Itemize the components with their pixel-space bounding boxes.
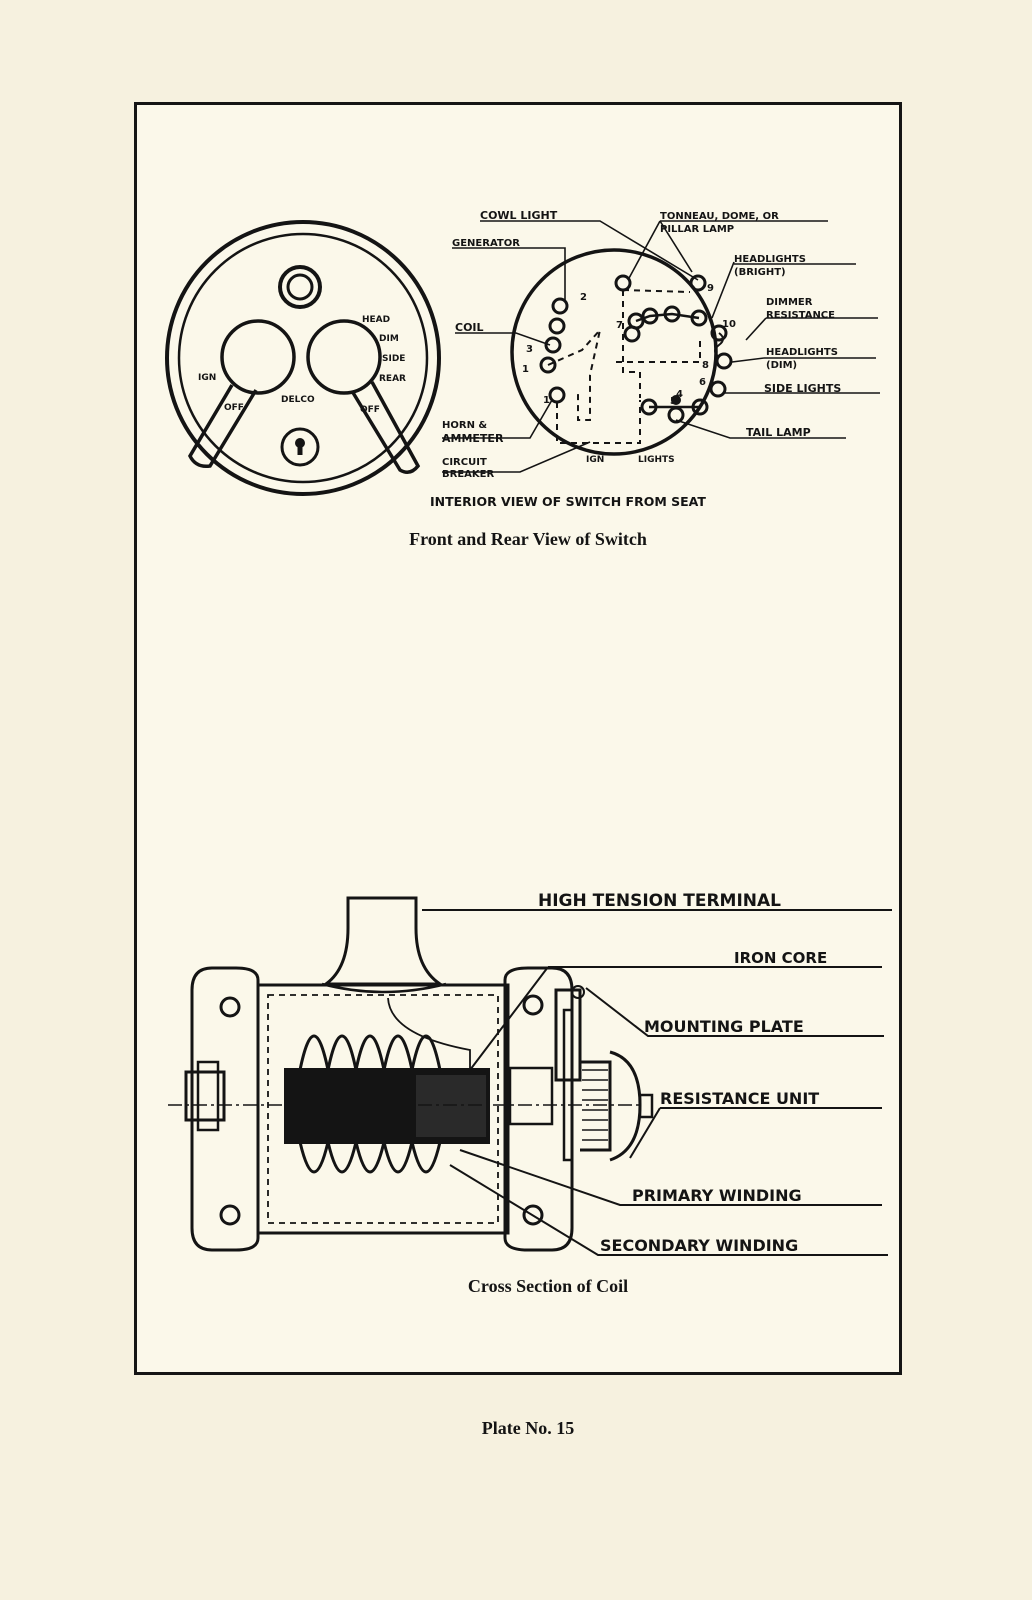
callout-generator: GENERATOR bbox=[452, 238, 520, 249]
caption-coil: Cross Section of Coil bbox=[468, 1276, 628, 1296]
terminal-number-3: 3 bbox=[526, 344, 533, 355]
front-right-off-label: OFF bbox=[360, 405, 380, 415]
callout-tonneau-line1: TONNEAU, DOME, OR bbox=[660, 211, 779, 222]
terminal-number-4: 4 bbox=[676, 389, 683, 400]
plate-number: Plate No. 15 bbox=[482, 1418, 574, 1438]
rear-ign-label: IGN bbox=[586, 455, 604, 465]
ignition-lever bbox=[188, 319, 296, 469]
callout-iron-core: IRON CORE bbox=[734, 949, 827, 967]
terminal-number-7: 7 bbox=[616, 320, 623, 331]
callout-horn-line1: HORN & bbox=[442, 420, 487, 431]
callout-headlights-dim-line2: (DIM) bbox=[766, 360, 797, 371]
front-brand-label: DELCO bbox=[281, 395, 315, 405]
right-end-cap bbox=[503, 966, 574, 1252]
callout-breaker-line1: CIRCUIT bbox=[442, 457, 487, 468]
lights-lever bbox=[306, 319, 421, 474]
callout-mounting-plate: MOUNTING PLATE bbox=[644, 1017, 804, 1036]
callout-primary-winding: PRIMARY WINDING bbox=[632, 1186, 802, 1205]
coil-cross-section: HIGH TENSION TERMINAL IRON CORE MOUNTING… bbox=[168, 891, 892, 1256]
switch-front-view: IGN OFF DELCO OFF HEAD DIM SIDE REAR bbox=[165, 220, 441, 496]
front-dim-label: DIM bbox=[379, 334, 399, 344]
callout-horn-line2: AMMETER bbox=[442, 432, 504, 445]
callout-headlights-dim-line1: HEADLIGHTS bbox=[766, 347, 838, 358]
front-left-off-label: OFF bbox=[224, 403, 244, 413]
terminal-number-2: 2 bbox=[580, 292, 587, 303]
terminal-number-8: 8 bbox=[702, 360, 709, 371]
callout-cowl-light: COWL LIGHT bbox=[480, 209, 558, 222]
terminal-posts bbox=[539, 274, 733, 424]
callout-dimmer-line2: RESISTANCE bbox=[766, 310, 835, 321]
callout-tonneau-line2: PILLAR LAMP bbox=[660, 224, 734, 235]
resistance-unit bbox=[580, 1050, 654, 1162]
terminal-number-1b: 1 bbox=[543, 395, 550, 406]
top-terminal-icon bbox=[278, 265, 322, 309]
terminal-number-5: 5 bbox=[670, 396, 677, 407]
callout-breaker-line2: BREAKER bbox=[442, 469, 494, 480]
callout-headlights-bright-line2: (BRIGHT) bbox=[734, 267, 786, 278]
terminal-number-10: 10 bbox=[722, 319, 736, 330]
callout-dimmer-line1: DIMMER bbox=[766, 297, 813, 308]
coil-callout-leaders bbox=[422, 909, 892, 1256]
caption-switch: Front and Rear View of Switch bbox=[409, 529, 647, 549]
interior-view-title: INTERIOR VIEW OF SWITCH FROM SEAT bbox=[430, 494, 706, 509]
keyhole-icon bbox=[280, 427, 320, 467]
callout-side-lights: SIDE LIGHTS bbox=[764, 382, 841, 395]
high-tension-terminal bbox=[321, 896, 471, 1080]
front-head-label: HEAD bbox=[362, 315, 390, 325]
rear-lights-label: LIGHTS bbox=[638, 455, 675, 465]
callout-headlights-bright-line1: HEADLIGHTS bbox=[734, 254, 806, 265]
rear-callout-leaders bbox=[442, 220, 880, 473]
iron-core-windings bbox=[284, 1034, 490, 1174]
terminal-number-6: 6 bbox=[699, 377, 706, 388]
front-rear-label: REAR bbox=[379, 374, 406, 384]
left-end-cap bbox=[184, 966, 260, 1252]
terminal-number-9: 9 bbox=[707, 283, 714, 294]
callout-resistance-unit: RESISTANCE UNIT bbox=[660, 1089, 819, 1108]
callout-coil: COIL bbox=[455, 321, 484, 334]
callout-tail-lamp: TAIL LAMP bbox=[746, 426, 811, 439]
callout-high-tension-terminal: HIGH TENSION TERMINAL bbox=[538, 891, 781, 911]
front-ign-label: IGN bbox=[198, 373, 216, 383]
front-side-label: SIDE bbox=[382, 354, 405, 364]
mounting-plate bbox=[554, 985, 585, 1162]
callout-secondary-winding: SECONDARY WINDING bbox=[600, 1236, 798, 1255]
switch-rear-view: 2 3 1 1 7 9 10 8 6 4 5 IGN LIGHTS bbox=[430, 209, 880, 509]
terminal-number-1a: 1 bbox=[522, 364, 529, 375]
internal-wiring bbox=[547, 289, 724, 444]
